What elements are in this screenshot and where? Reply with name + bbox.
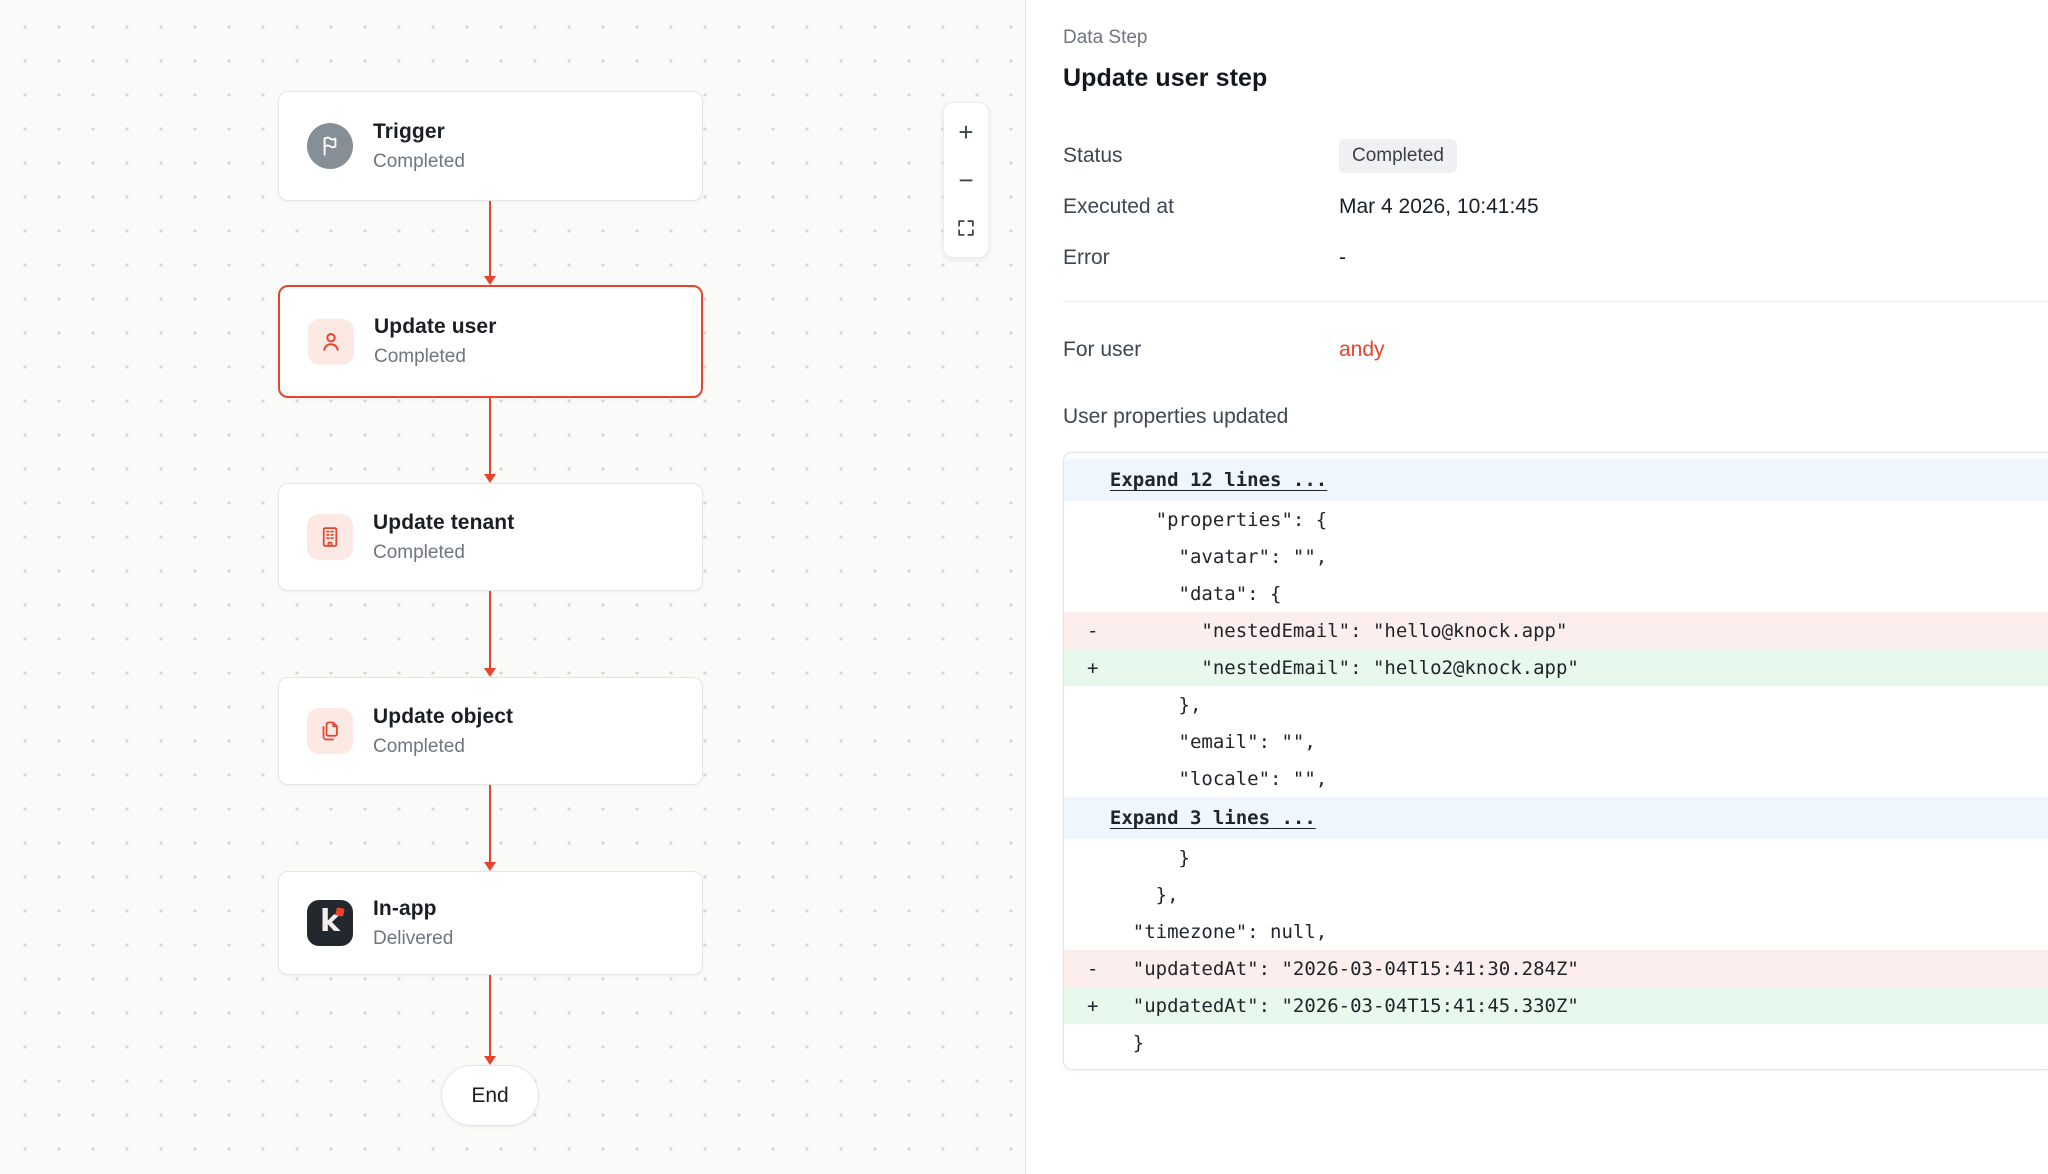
diff-section-label: User properties updated [1063, 405, 1289, 428]
diff-context-line: "locale": "", [1109, 767, 1328, 790]
status-row: Status Completed [1063, 137, 2048, 175]
node-title: In-app [373, 896, 437, 920]
user-properties-diff: Expand 12 lines ... "properties": { "ava… [1063, 452, 2048, 1070]
panel-divider [1025, 0, 1026, 1174]
status-label: Status [1063, 144, 1123, 167]
copy-document-icon [307, 708, 353, 754]
diff-context-line: "timezone": null, [1109, 920, 1328, 943]
zoom-out-button[interactable]: − [944, 156, 988, 204]
error-label: Error [1063, 246, 1110, 269]
diff-added-line: + "nestedEmail": "hello2@knock.app" [1064, 649, 2048, 686]
page-title: Update user step [1063, 64, 1268, 92]
expand-lines-row: Expand 3 lines ... [1064, 797, 2048, 839]
node-status: Completed [374, 346, 466, 367]
edge-arrow [484, 975, 496, 1065]
canvas-zoom-controls: + − [943, 102, 989, 258]
workflow-canvas[interactable]: Trigger Completed Update user Completed [0, 0, 1025, 1174]
node-trigger[interactable]: Trigger Completed [278, 91, 703, 201]
expand-3-lines-button[interactable]: Expand 3 lines ... [1109, 807, 1316, 829]
diff-context-line: "properties": { [1109, 508, 1328, 531]
diff-context-line: "data": { [1109, 582, 1282, 605]
expand-12-lines-button[interactable]: Expand 12 lines ... [1109, 469, 1328, 491]
diff-context-line: } [1109, 846, 1190, 869]
diff-context-line: "email": "", [1109, 730, 1316, 753]
node-update-object[interactable]: Update object Completed [278, 677, 703, 785]
node-status: Delivered [373, 927, 454, 949]
node-title: Trigger [373, 119, 445, 143]
diff-context-line: "avatar": "", [1109, 545, 1328, 568]
step-details-panel: Data Step Update user step Status Comple… [1026, 0, 2048, 1174]
edge-arrow [484, 201, 496, 285]
for-user-label: For user [1063, 338, 1142, 361]
step-type-label: Data Step [1063, 27, 1148, 48]
node-end[interactable]: End [441, 1065, 539, 1126]
node-title: Update object [373, 704, 514, 728]
expand-lines-row: Expand 12 lines ... [1064, 459, 2048, 501]
flag-icon [307, 123, 353, 169]
diff-context-line: } [1109, 1031, 1145, 1054]
node-title: Update user [374, 315, 497, 338]
error-row: Error - [1063, 239, 2048, 277]
diff-added-line: + "updatedAt": "2026-03-04T15:41:45.330Z… [1064, 987, 2048, 1024]
node-in-app[interactable]: k In-app Delivered [278, 871, 703, 975]
status-badge: Completed [1339, 139, 1457, 173]
diff-deleted-line: - "nestedEmail": "hello@knock.app" [1064, 612, 2048, 649]
building-icon [307, 514, 353, 560]
node-update-user[interactable]: Update user Completed [278, 285, 703, 398]
edge-arrow [484, 785, 496, 871]
node-status: Completed [373, 150, 465, 172]
edge-arrow [484, 398, 496, 483]
step-info-table: Status Completed Executed at Mar 4 2026,… [1063, 137, 2048, 277]
user-icon [308, 318, 354, 365]
executed-at-value: Mar 4 2026, 10:41:45 [1339, 195, 1539, 218]
edge-arrow [484, 591, 496, 677]
section-divider [1063, 301, 2048, 302]
user-link[interactable]: andy [1339, 338, 1385, 361]
end-label: End [471, 1083, 509, 1107]
diff-context-line: }, [1109, 883, 1179, 906]
diff-deleted-line: - "updatedAt": "2026-03-04T15:41:30.284Z… [1064, 950, 2048, 987]
fit-view-icon [958, 220, 974, 236]
diff-context-line: }, [1109, 693, 1202, 716]
zoom-in-button[interactable]: + [944, 108, 988, 156]
error-value: - [1339, 246, 1346, 269]
executed-at-label: Executed at [1063, 195, 1174, 218]
executed-at-row: Executed at Mar 4 2026, 10:41:45 [1063, 188, 2048, 226]
node-status: Completed [373, 735, 465, 757]
for-user-row: For user andy [1063, 331, 2048, 369]
node-update-tenant[interactable]: Update tenant Completed [278, 483, 703, 591]
fit-view-button[interactable] [944, 204, 988, 252]
knock-logo-icon: k [307, 900, 353, 946]
node-title: Update tenant [373, 510, 515, 534]
node-status: Completed [373, 541, 465, 563]
